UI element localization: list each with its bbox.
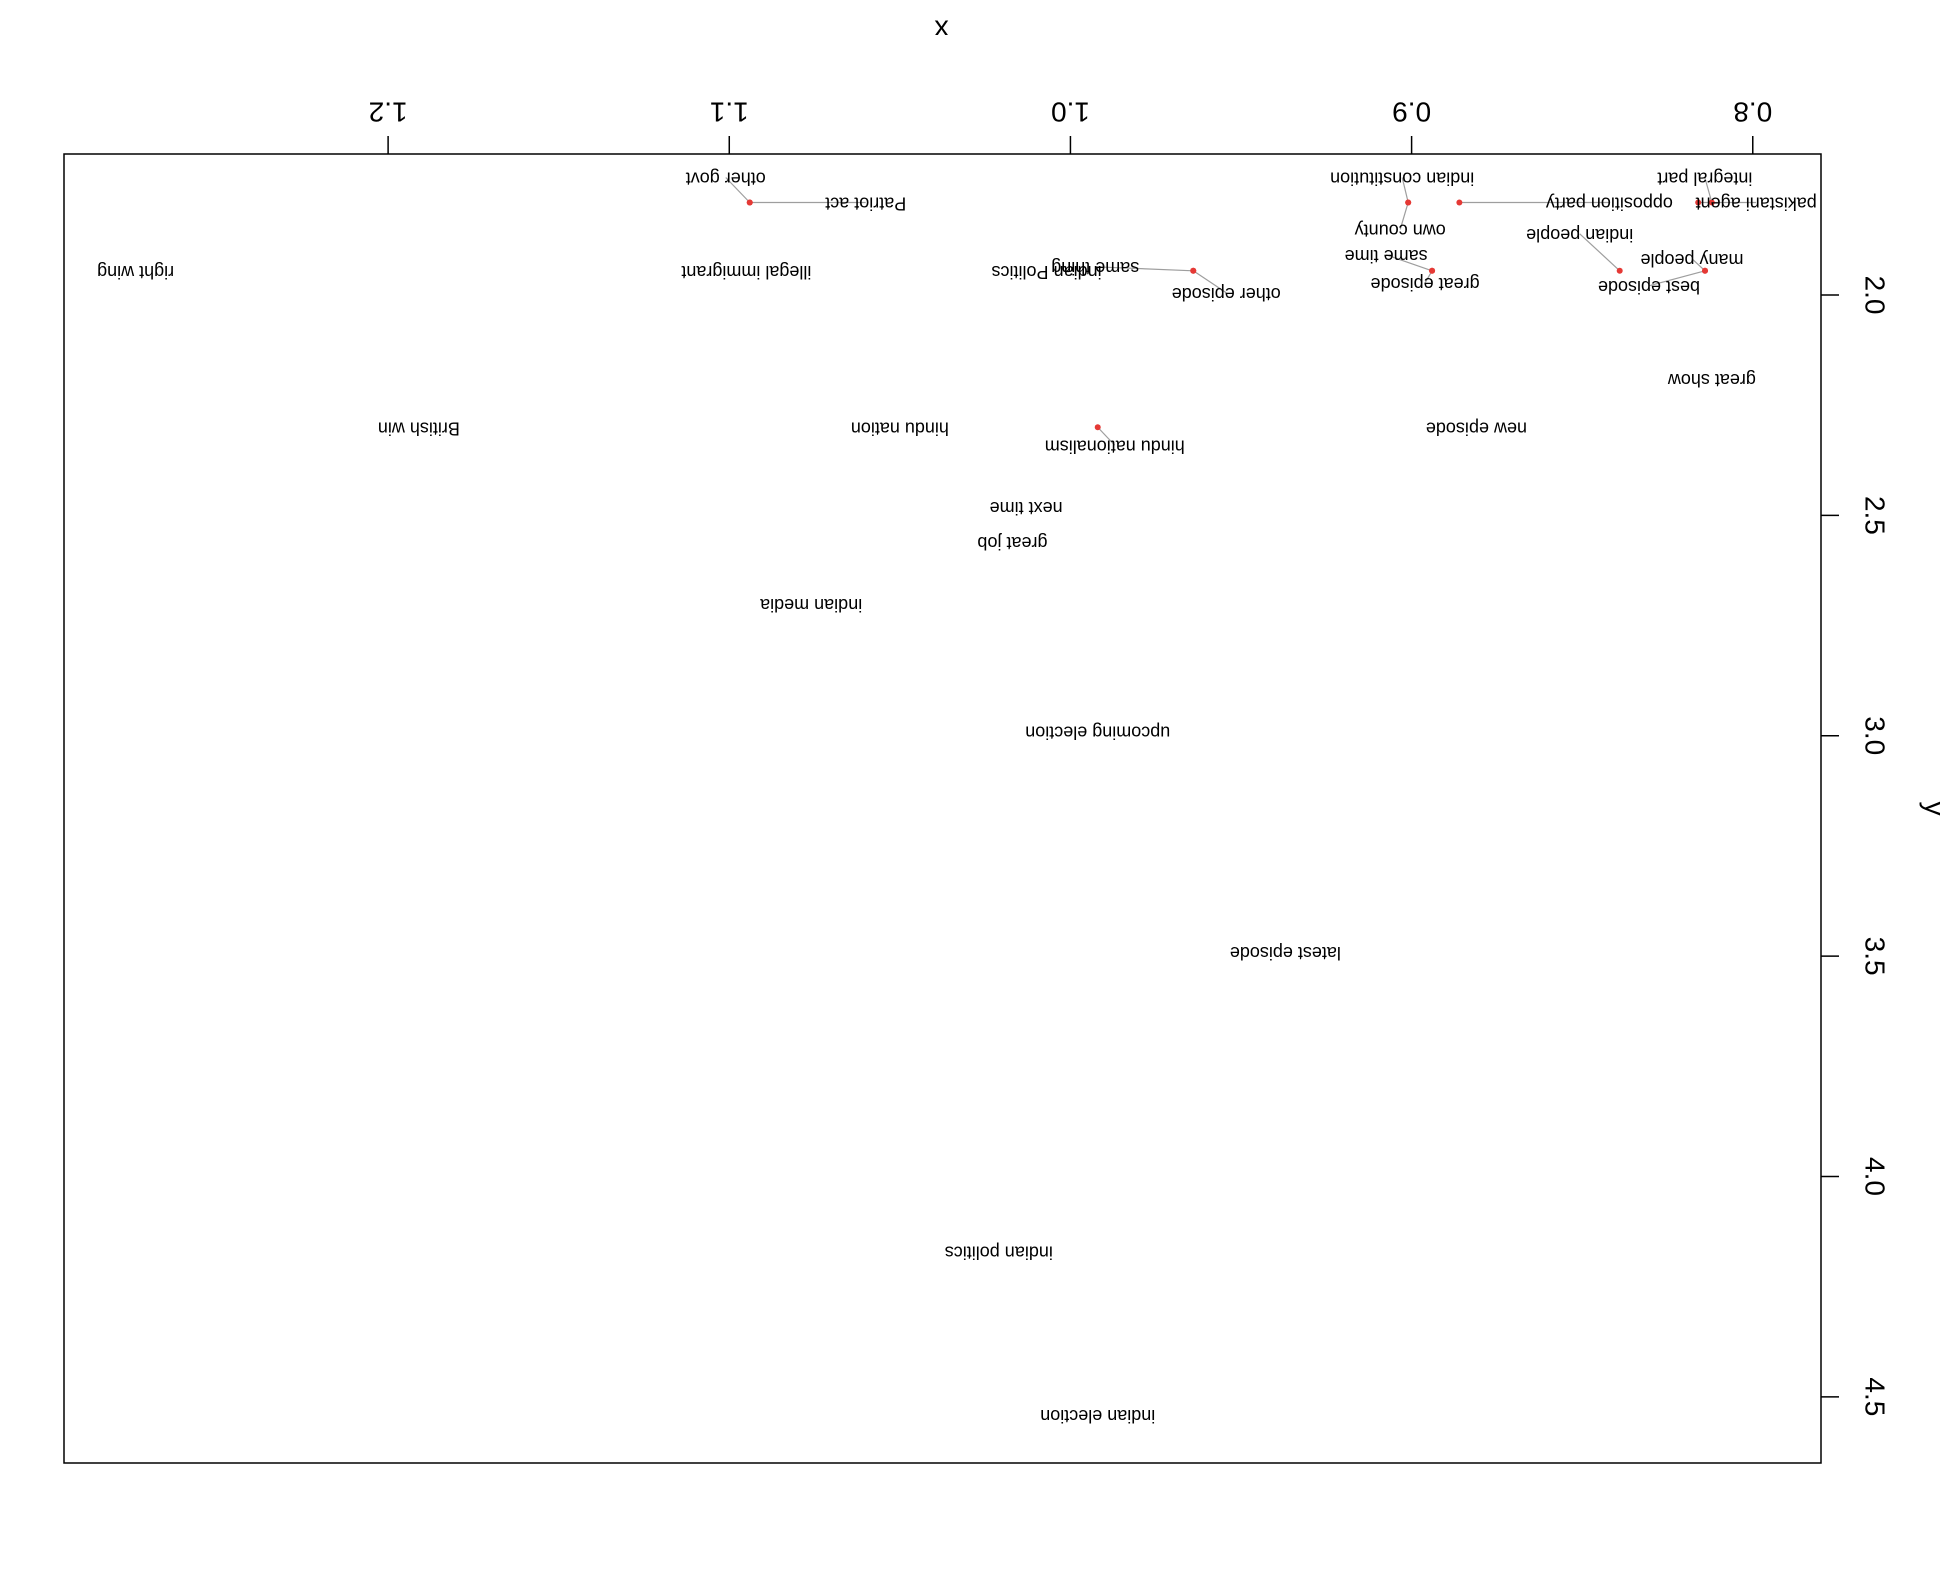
point-marker <box>746 199 753 206</box>
y-tick-label: 4.5 <box>1860 1377 1891 1416</box>
point-label: new episode <box>1426 419 1527 439</box>
point-label: other govt <box>686 169 766 189</box>
leader-lines <box>725 177 1757 446</box>
point-label: many people <box>1640 250 1743 270</box>
point-labels: integral part pakistani agent indian const… <box>97 169 1817 1426</box>
point-marker <box>1695 199 1702 206</box>
y-tick-label: 2.5 <box>1860 496 1891 535</box>
point-label: latest episode <box>1230 943 1341 963</box>
point-label: other episode <box>1172 284 1281 304</box>
y-tick-label: 4.0 <box>1860 1157 1891 1196</box>
leader-line <box>1385 254 1433 272</box>
point-label: indian media <box>759 595 862 615</box>
leader-line <box>725 177 751 203</box>
point-label: great show <box>1667 370 1756 390</box>
point-label: Patriot act <box>825 194 906 214</box>
leader-line <box>1097 426 1116 446</box>
point-label: pakistani agent <box>1696 194 1817 214</box>
point-label: illegal immigrant <box>681 262 811 282</box>
point-label: hindu nationalism <box>1045 437 1185 457</box>
point-label: opposition party <box>1546 194 1673 214</box>
point-label: upcoming election <box>1025 723 1170 743</box>
y-tick-label: 3.0 <box>1860 716 1891 755</box>
leader-line <box>1648 270 1706 287</box>
x-tick-label: 0.8 <box>1733 97 1772 128</box>
point-marker <box>1190 267 1197 274</box>
leader-line <box>1095 266 1194 272</box>
leader-line <box>1192 270 1227 294</box>
point-label: British win <box>378 419 460 439</box>
point-label: great episode <box>1371 274 1480 294</box>
point-label: great job <box>977 533 1047 553</box>
point-label: indian Politics <box>992 262 1102 282</box>
y-tick-label: 2.0 <box>1860 276 1891 315</box>
y-axis-title: y <box>1920 802 1948 816</box>
leader-line <box>1704 177 1713 203</box>
point-marker <box>1094 424 1101 431</box>
x-tick-label: 1.1 <box>710 97 749 128</box>
point-label: hindu nation <box>851 419 949 439</box>
point-label: same time <box>1345 246 1428 266</box>
point-label: next time <box>990 498 1063 518</box>
x-tick-label: 1.0 <box>1051 97 1090 128</box>
point-marker <box>1405 199 1412 206</box>
plot-frame <box>63 153 1822 1464</box>
leader-line <box>1401 177 1409 203</box>
x-tick-label: 1.2 <box>369 97 408 128</box>
point-label: right wing <box>97 262 174 282</box>
point-label: indian people <box>1526 225 1633 245</box>
point-label: same thing <box>1051 258 1139 278</box>
x-axis: 0.8 0.9 1.0 1.1 1.2 <box>369 97 1772 154</box>
point-label: best episode <box>1598 277 1700 297</box>
point-marker <box>1456 199 1463 206</box>
point-label: integral part <box>1657 169 1752 189</box>
point-marker <box>1616 267 1623 274</box>
point-marker <box>1702 267 1709 274</box>
point-marker <box>1429 267 1436 274</box>
y-tick-label: 3.5 <box>1860 937 1891 976</box>
point-marker <box>1708 199 1715 206</box>
point-label: indian election <box>1040 1406 1155 1426</box>
point-label: indian politics <box>945 1243 1053 1263</box>
point-label: own county <box>1355 221 1446 241</box>
x-axis-title: x <box>935 15 949 46</box>
point-label: indian constitution <box>1330 169 1474 189</box>
leader-line <box>1399 202 1409 230</box>
point-markers <box>746 199 1715 431</box>
leader-line <box>1579 233 1621 272</box>
y-axis: 2.0 2.5 3.0 3.5 4.0 4.5 <box>1821 276 1891 1416</box>
x-tick-label: 0.9 <box>1392 97 1431 128</box>
